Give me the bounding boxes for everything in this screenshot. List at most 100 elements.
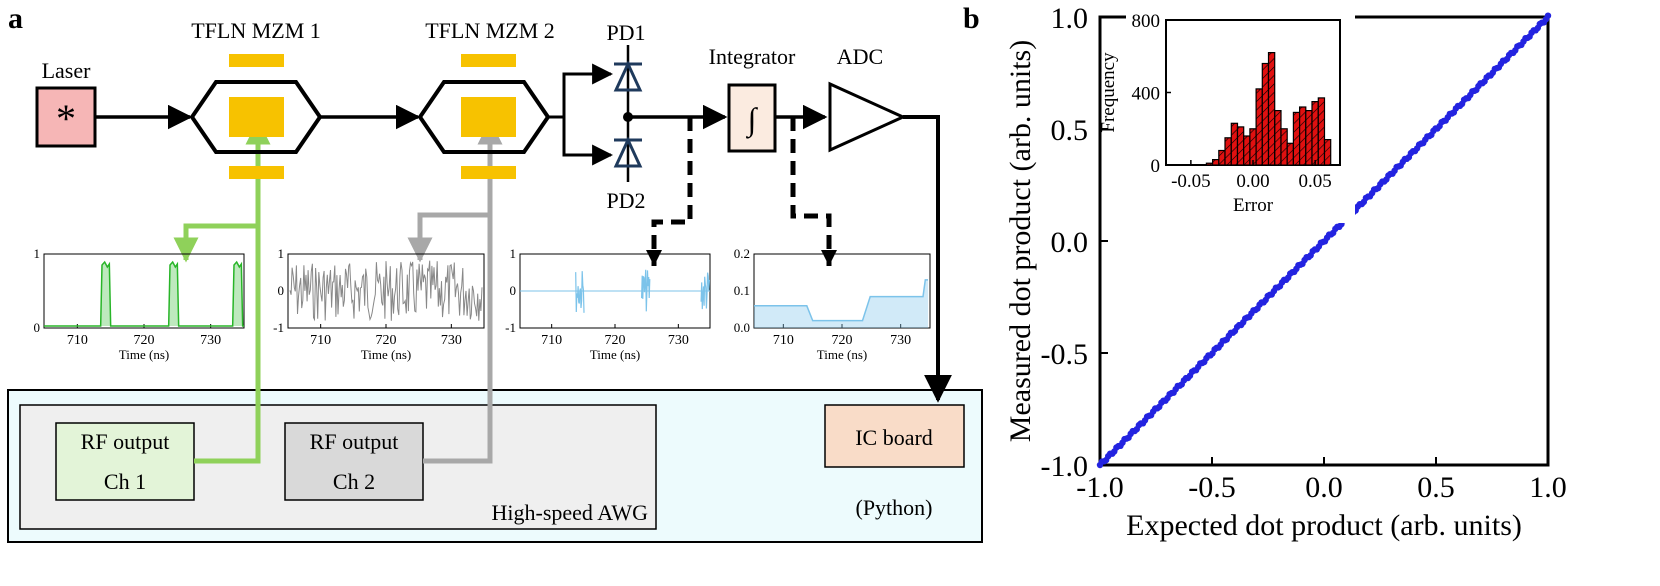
adc-label: ADC: [837, 44, 883, 69]
x-tick-label: 720: [376, 333, 397, 348]
y-axis-label: Measured dot product (arb. units): [1004, 40, 1037, 442]
noise-trace: [289, 260, 483, 322]
y-tick-label: -1: [273, 320, 284, 335]
x-tick-label: 720: [832, 333, 853, 348]
pulse-trace: [44, 260, 244, 327]
x-tick-label: 710: [67, 333, 88, 348]
y-tick-label: 0: [278, 283, 285, 298]
laser-symbol: *: [56, 96, 76, 141]
x-axis-label: Expected dot product (arb. units): [1126, 509, 1522, 542]
histogram-bar: [1280, 128, 1288, 166]
burst-trace: [575, 271, 585, 313]
data-point: [1544, 12, 1552, 19]
x-axis-label: Time (ns): [817, 347, 867, 362]
y-tick-label: -1: [505, 320, 516, 335]
histogram-bar: [1298, 106, 1307, 166]
x-axis-label: Time (ns): [361, 347, 411, 362]
x-tick-label: -0.5: [1188, 471, 1236, 504]
histogram-bar: [1261, 62, 1270, 166]
mzm2-electrode-center: [461, 97, 516, 137]
x-tick-label: 1.0: [1529, 471, 1567, 504]
rf-output-ch1-line1: RF output: [81, 429, 170, 454]
y-tick-label: -0.5: [1041, 338, 1089, 371]
rf-output-ch1-box: [55, 422, 195, 501]
x-axis-label: Time (ns): [590, 347, 640, 362]
y-tick-label: 0.0: [1051, 226, 1089, 259]
y-tick-label: 0: [1151, 156, 1161, 177]
y-tick-label: 1: [278, 246, 285, 261]
mzm1-electrode-top: [229, 54, 284, 67]
x-axis-label: Time (ns): [119, 347, 169, 362]
integrated-fill: [754, 279, 928, 328]
histogram-bar: [1286, 142, 1294, 166]
histogram-bar: [1205, 162, 1214, 166]
x-tick-label: 710: [773, 333, 794, 348]
probe-after-integrator: [790, 117, 832, 266]
y-tick-label: 1: [510, 246, 517, 261]
y-tick-label: 0: [510, 283, 517, 298]
x-tick-label: 730: [200, 333, 221, 348]
y-tick-label: 1.0: [1051, 2, 1089, 35]
burst-trace: [700, 272, 710, 310]
histogram-bar: [1224, 137, 1232, 166]
y-tick-label: 800: [1132, 11, 1161, 32]
x-tick-label: 720: [605, 333, 626, 348]
rf-output-ch2-box: [284, 422, 424, 501]
histogram-bar: [1218, 149, 1226, 166]
mzm2-electrode-bottom: [461, 166, 516, 179]
ic-board-label: IC board: [855, 425, 933, 450]
pulse-fill: [44, 262, 244, 326]
x-tick-label: 0.0: [1305, 471, 1343, 504]
histogram-bar: [1243, 135, 1251, 166]
histogram-bar: [1317, 97, 1326, 166]
histogram-bar: [1267, 51, 1276, 166]
integrator-symbol: ∫: [746, 101, 759, 139]
x-tick-label: 730: [441, 333, 462, 348]
x-tick-label: -0.05: [1171, 171, 1211, 192]
fiber-to-pd1: [548, 63, 614, 119]
probe-after-integrator-arrow: [821, 250, 837, 266]
probe-after-pd-arrow: [646, 250, 662, 266]
wire-adc-to-ic-board: [903, 115, 952, 403]
ic-board-box: [824, 404, 965, 468]
x-tick-label: 0.00: [1236, 171, 1269, 192]
histogram-bar: [1211, 159, 1220, 166]
x-tick-label: 0.5: [1417, 471, 1455, 504]
y-tick-label: 0.0: [734, 320, 750, 335]
mzm1-label: TFLN MZM 1: [191, 18, 321, 43]
pd2-symbol: [613, 136, 643, 168]
x-tick-label: 710: [310, 333, 331, 348]
x-axis-label: Error: [1233, 195, 1274, 216]
python-label: (Python): [856, 495, 933, 520]
histogram-bar: [1249, 128, 1257, 166]
rf-output-ch2-line2: Ch 2: [333, 469, 375, 494]
histogram-bar: [1230, 122, 1239, 166]
y-tick-label: 0: [34, 320, 41, 335]
laser-box: [35, 86, 97, 148]
integrator-label: Integrator: [709, 44, 796, 69]
rf-output-ch1-line2: Ch 1: [104, 469, 146, 494]
x-tick-label: 0.05: [1299, 171, 1332, 192]
panel-a-label: a: [8, 2, 23, 35]
y-axis-label: Frequency: [1098, 52, 1119, 133]
adc-symbol: [828, 81, 907, 153]
mzm2-label: TFLN MZM 2: [425, 18, 555, 43]
histogram-bar: [1323, 139, 1332, 166]
histogram-bar: [1311, 100, 1319, 166]
probe-after-pd: [651, 117, 693, 266]
histogram-bar: [1255, 88, 1263, 166]
awg-label: High-speed AWG: [492, 500, 649, 525]
pd1-label: PD1: [606, 20, 645, 45]
histogram-bar: [1236, 126, 1245, 166]
integrated-trace: [754, 279, 928, 322]
y-tick-label: 0.1: [734, 283, 750, 298]
mzm2-electrode-top: [461, 54, 516, 67]
